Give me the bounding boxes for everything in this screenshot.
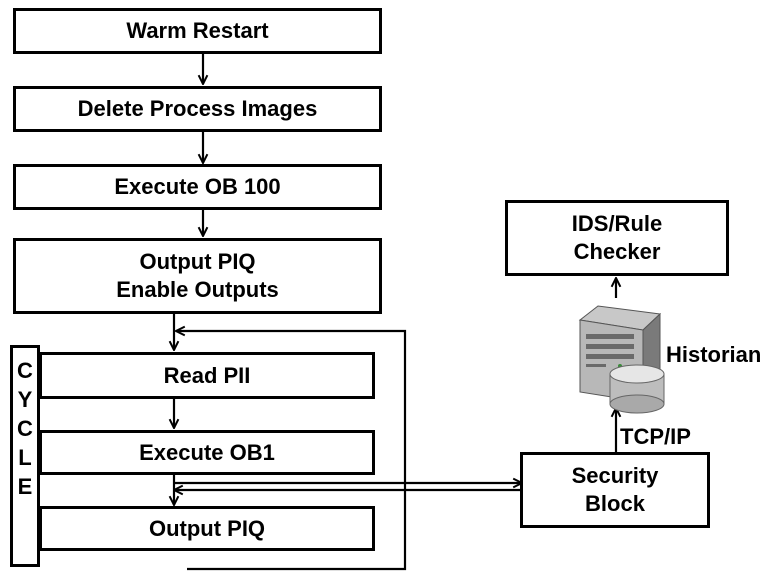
cycle-letter: Y xyxy=(17,387,33,412)
execute-ob100-label: Execute OB 100 xyxy=(114,174,281,199)
ids-rule-label: IDS/Rule xyxy=(571,211,663,236)
cycle-letter: C xyxy=(17,416,33,441)
delete-process-images-box: Delete Process Images xyxy=(13,86,382,132)
output-piq-label: Output PIQ xyxy=(139,249,256,274)
warm-restart-label: Warm Restart xyxy=(126,18,269,43)
security-label: Security xyxy=(571,463,659,488)
execute-ob1-label: Execute OB1 xyxy=(139,439,275,465)
block-label: Block xyxy=(585,491,645,516)
execute-ob100-box: Execute OB 100 xyxy=(13,164,382,210)
warm-restart-box: Warm Restart xyxy=(13,8,382,54)
cycle-loop-line xyxy=(176,331,407,571)
read-pii-box: Read PII xyxy=(39,352,375,399)
cycle-letter: L xyxy=(18,445,32,470)
tcp-ip-label: TCP/IP xyxy=(620,424,691,449)
cycle-output-piq-box: Output PIQ xyxy=(39,506,375,551)
historian-label: Historian xyxy=(666,342,762,367)
cycle-bracket: C Y C L E xyxy=(10,345,40,567)
execute-ob1-box: Execute OB1 xyxy=(39,430,375,475)
security-block-box: Security Block xyxy=(520,452,710,528)
cycle-letter: E xyxy=(17,474,33,499)
server-icon xyxy=(578,305,665,414)
read-pii-label: Read PII xyxy=(163,362,251,388)
checker-label: Checker xyxy=(573,239,661,264)
output-piq-enable-box: Output PIQ Enable Outputs xyxy=(13,238,382,314)
enable-outputs-label: Enable Outputs xyxy=(116,277,279,302)
ids-rule-checker-box: IDS/Rule Checker xyxy=(505,200,729,276)
cycle-output-piq-label: Output PIQ xyxy=(148,515,266,541)
cycle-letter: C xyxy=(17,358,33,383)
delete-process-images-label: Delete Process Images xyxy=(77,96,318,121)
